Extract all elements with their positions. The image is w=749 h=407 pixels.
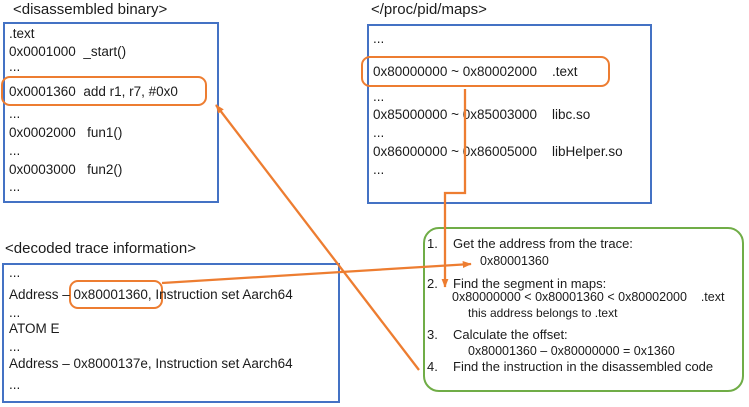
step-label: Calculate the offset: xyxy=(453,327,568,342)
trace-address-suffix: Instruction set Aarch64 xyxy=(151,287,293,302)
step2-range-comparison: 0x80000000 < 0x80001360 < 0x80002000 .te… xyxy=(452,290,725,304)
step-number: 2. xyxy=(427,276,438,291)
step3-offset-calculation: 0x80001360 – 0x80000000 = 0x1360 xyxy=(468,344,675,358)
maps-row: ... xyxy=(373,31,385,46)
decoded-trace-title: <decoded trace information> xyxy=(5,240,196,257)
disasm-row: 0x0001000 _start() xyxy=(9,44,127,59)
disasm-row: 0x0003000 fun2() xyxy=(9,162,123,177)
disasm-row: ... xyxy=(9,106,21,121)
disasm-row: ... xyxy=(9,179,21,194)
proc-maps-title: </proc/pid/maps> xyxy=(371,1,487,18)
disasm-row-highlighted: 0x0001360 add r1, r7, #0x0 xyxy=(9,84,178,99)
trace-row: ... xyxy=(9,305,21,320)
trace-row: ... xyxy=(9,265,21,280)
trace-row: ... xyxy=(9,339,21,354)
disasm-row: 0x0002000 fun1() xyxy=(9,125,123,140)
lookup-steps-box xyxy=(423,227,744,392)
disasm-instruction-highlight-box xyxy=(1,76,207,106)
maps-row: ... xyxy=(373,125,385,140)
trace-address-prefix: Address – xyxy=(9,287,74,302)
disasm-row: ... xyxy=(9,143,21,158)
trace-row-atom: ATOM E xyxy=(9,321,60,336)
trace-row-address-1: Address – 0x80001360, Instruction set Aa… xyxy=(9,288,293,302)
trace-row: ... xyxy=(9,377,21,392)
maps-text-segment-highlight-box xyxy=(361,56,610,87)
step-number: 4. xyxy=(427,359,438,374)
step-number: 1. xyxy=(427,236,438,251)
step-label: Get the address from the trace: xyxy=(453,236,633,251)
maps-row-highlighted: 0x80000000 ~ 0x80002000 .text xyxy=(373,64,578,79)
trace-row-address-2: Address – 0x8000137e, Instruction set Aa… xyxy=(9,356,293,371)
maps-row: 0x85000000 ~ 0x85003000 libc.so xyxy=(373,107,591,122)
step1-address-value: 0x80001360 xyxy=(480,254,549,268)
maps-row: ... xyxy=(373,162,385,177)
disasm-row: ... xyxy=(9,59,21,74)
maps-row: ... xyxy=(373,89,385,104)
disassembled-binary-box xyxy=(3,22,219,203)
step-number: 3. xyxy=(427,327,438,342)
disasm-row: .text xyxy=(9,26,35,41)
maps-row: 0x86000000 ~ 0x86005000 libHelper.so xyxy=(373,144,623,159)
step2-note: this address belongs to .text xyxy=(468,306,618,320)
step-label: Find the instruction in the disassembled… xyxy=(453,359,714,374)
disassembled-binary-title: <disassembled binary> xyxy=(13,1,168,18)
step-label: Find the segment in maps: xyxy=(453,276,607,291)
trace-address-highlighted-value: 0x80001360, xyxy=(73,287,152,302)
trace-address-highlight-box xyxy=(69,280,163,309)
